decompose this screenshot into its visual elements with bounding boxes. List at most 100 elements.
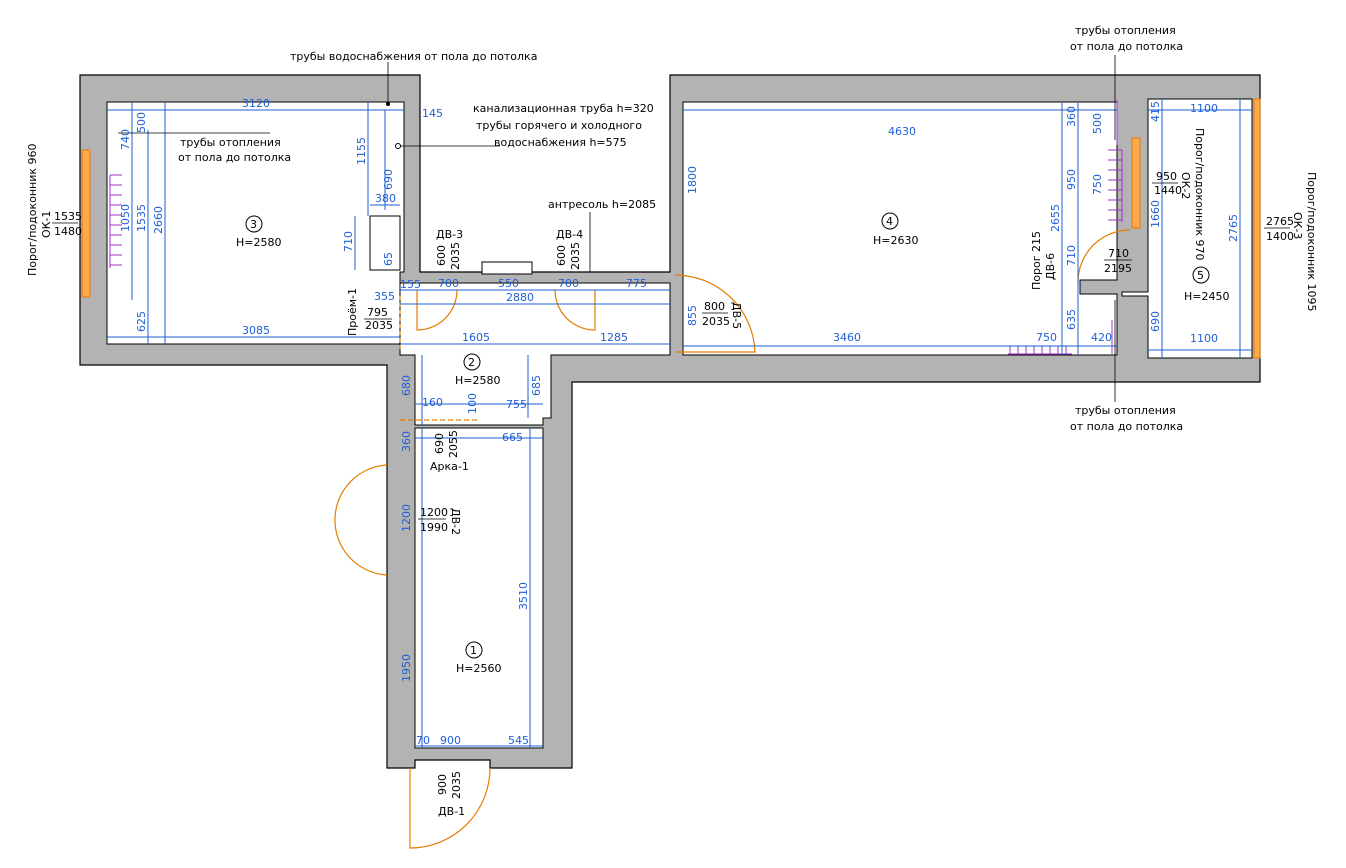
radiator-room4-bottom — [1008, 346, 1072, 355]
dim-635: 635 — [1065, 309, 1078, 330]
dim-550: 550 — [498, 277, 519, 290]
dim-680: 680 — [400, 375, 413, 396]
dim-3460: 3460 — [833, 331, 861, 344]
ok3-w: 2765 — [1266, 215, 1294, 228]
door-dv2-swing — [334, 464, 388, 576]
dim-1285: 1285 — [600, 331, 628, 344]
dim-545: 545 — [508, 734, 529, 747]
note-heating-bottom-2: от пола до потолка — [1070, 420, 1183, 433]
dim-1660: 1660 — [1149, 200, 1162, 228]
room-4-interior — [682, 101, 1118, 356]
dv3-name: ДВ-3 — [436, 228, 463, 241]
room-1-height: H=2560 — [456, 662, 501, 675]
dim-700-b: 700 — [558, 277, 579, 290]
windows — [81, 98, 1261, 359]
dim-755: 755 — [506, 398, 527, 411]
dim-700-a: 700 — [438, 277, 459, 290]
dim-1535: 1535 — [135, 204, 148, 232]
ok3-sill: Порог/подоконник 1095 — [1305, 172, 1318, 312]
dv1-w: 900 — [436, 774, 449, 795]
dv6-threshold: Порог 215 — [1030, 231, 1043, 290]
annotation-text: трубы водоснабжения от пола до потолка т… — [178, 24, 1183, 433]
dv1-h: 2035 — [450, 771, 463, 799]
proem1-name: Проём-1 — [346, 288, 359, 336]
dim-950: 950 — [1065, 169, 1078, 190]
dim-160: 160 — [422, 396, 443, 409]
dim-750-b: 750 — [1036, 331, 1057, 344]
dv2-h: 1990 — [420, 521, 448, 534]
ok1-sill: Порог/подоконник 960 — [26, 143, 39, 276]
room-4-circle — [881, 212, 899, 230]
proem1-h: 2035 — [365, 319, 393, 332]
dim-690-r3: 690 — [382, 169, 395, 190]
note-heating-top-1: трубы отопления — [1075, 24, 1176, 37]
note-sewer-2: трубы горячего и холодного — [476, 119, 642, 132]
dim-710-r3: 710 — [342, 231, 355, 252]
room-4-height: H=2630 — [873, 234, 918, 247]
dim-665: 665 — [502, 431, 523, 444]
note-water-pipes: трубы водоснабжения от пола до потолка — [290, 50, 537, 63]
dim-740: 740 — [119, 129, 132, 150]
dim-380: 380 — [375, 192, 396, 205]
dim-1800: 1800 — [686, 166, 699, 194]
arka1-h: 2055 — [447, 430, 460, 458]
proem1-w: 795 — [367, 306, 388, 319]
dim-420: 420 — [1091, 331, 1112, 344]
radiator-room4-right — [1108, 149, 1123, 222]
note-sewer-1: канализационная труба h=320 — [473, 102, 654, 115]
dim-1100-a: 1100 — [1190, 102, 1218, 115]
ok2-name: ОК-2 — [1179, 172, 1192, 199]
rooms — [106, 98, 1253, 749]
dv4-h: 2035 — [569, 242, 582, 270]
dim-1100-b: 1100 — [1190, 332, 1218, 345]
room-5-interior — [1121, 98, 1253, 359]
room-1-circle — [465, 641, 483, 659]
dim-70: 70 — [416, 734, 430, 747]
note-heating-left-1: трубы отопления — [180, 136, 281, 149]
dim-65: 65 — [382, 252, 395, 266]
radiator-room3 — [109, 174, 122, 268]
room-5-number: 5 — [1197, 269, 1204, 282]
door-dv5-swing — [674, 274, 756, 353]
arka1-name: Арка-1 — [430, 460, 469, 473]
corridor-interior — [399, 282, 671, 426]
dim-710-r4: 710 — [1065, 245, 1078, 266]
dim-1050: 1050 — [119, 204, 132, 232]
dim-690-r5: 690 — [1149, 311, 1162, 332]
dim-145: 145 — [422, 107, 443, 120]
dim-900: 900 — [440, 734, 461, 747]
ok1-name: ОК-1 — [40, 211, 53, 238]
dim-625: 625 — [135, 311, 148, 332]
room-2-number: 2 — [468, 356, 475, 369]
ok2-sill: Порог/подоконник 970 — [1193, 128, 1206, 261]
dimension-lines — [107, 99, 1252, 748]
dv6-w: 710 — [1108, 247, 1129, 260]
dv5-h: 2035 — [702, 315, 730, 328]
dim-2660: 2660 — [152, 206, 165, 234]
leader-lines — [118, 55, 1116, 402]
dim-3510: 3510 — [517, 582, 530, 610]
ok3-name: ОК-3 — [1291, 212, 1304, 239]
window-ok1 — [81, 149, 91, 298]
window-ok2 — [1131, 137, 1141, 229]
dim-750-a: 750 — [1091, 174, 1104, 195]
room-2-height: H=2580 — [455, 374, 500, 387]
dv2-name: ДВ-2 — [449, 508, 462, 535]
dv6-name: ДВ-6 — [1044, 253, 1057, 280]
doors — [334, 229, 1131, 849]
dim-500-r4: 500 — [1091, 113, 1104, 134]
dim-355: 355 — [374, 290, 395, 303]
room-labels: 3 H=2580 2 H=2580 1 H=2560 4 H=2630 5 H=… — [236, 215, 1229, 675]
dim-360-r4: 360 — [1065, 106, 1078, 127]
dim-100: 100 — [466, 393, 479, 414]
dv2-w: 1200 — [420, 506, 448, 519]
note-heating-bottom-1: трубы отопления — [1075, 404, 1176, 417]
dim-685: 685 — [530, 375, 543, 396]
shaft-box — [369, 215, 401, 271]
ok1-w: 1535 — [54, 210, 82, 223]
dimension-values: 3120 3085 2660 1535 1050 740 500 625 115… — [119, 97, 1240, 747]
room-2-circle — [463, 353, 481, 371]
dv4-name: ДВ-4 — [556, 228, 583, 241]
dv3-w: 600 — [435, 245, 448, 266]
